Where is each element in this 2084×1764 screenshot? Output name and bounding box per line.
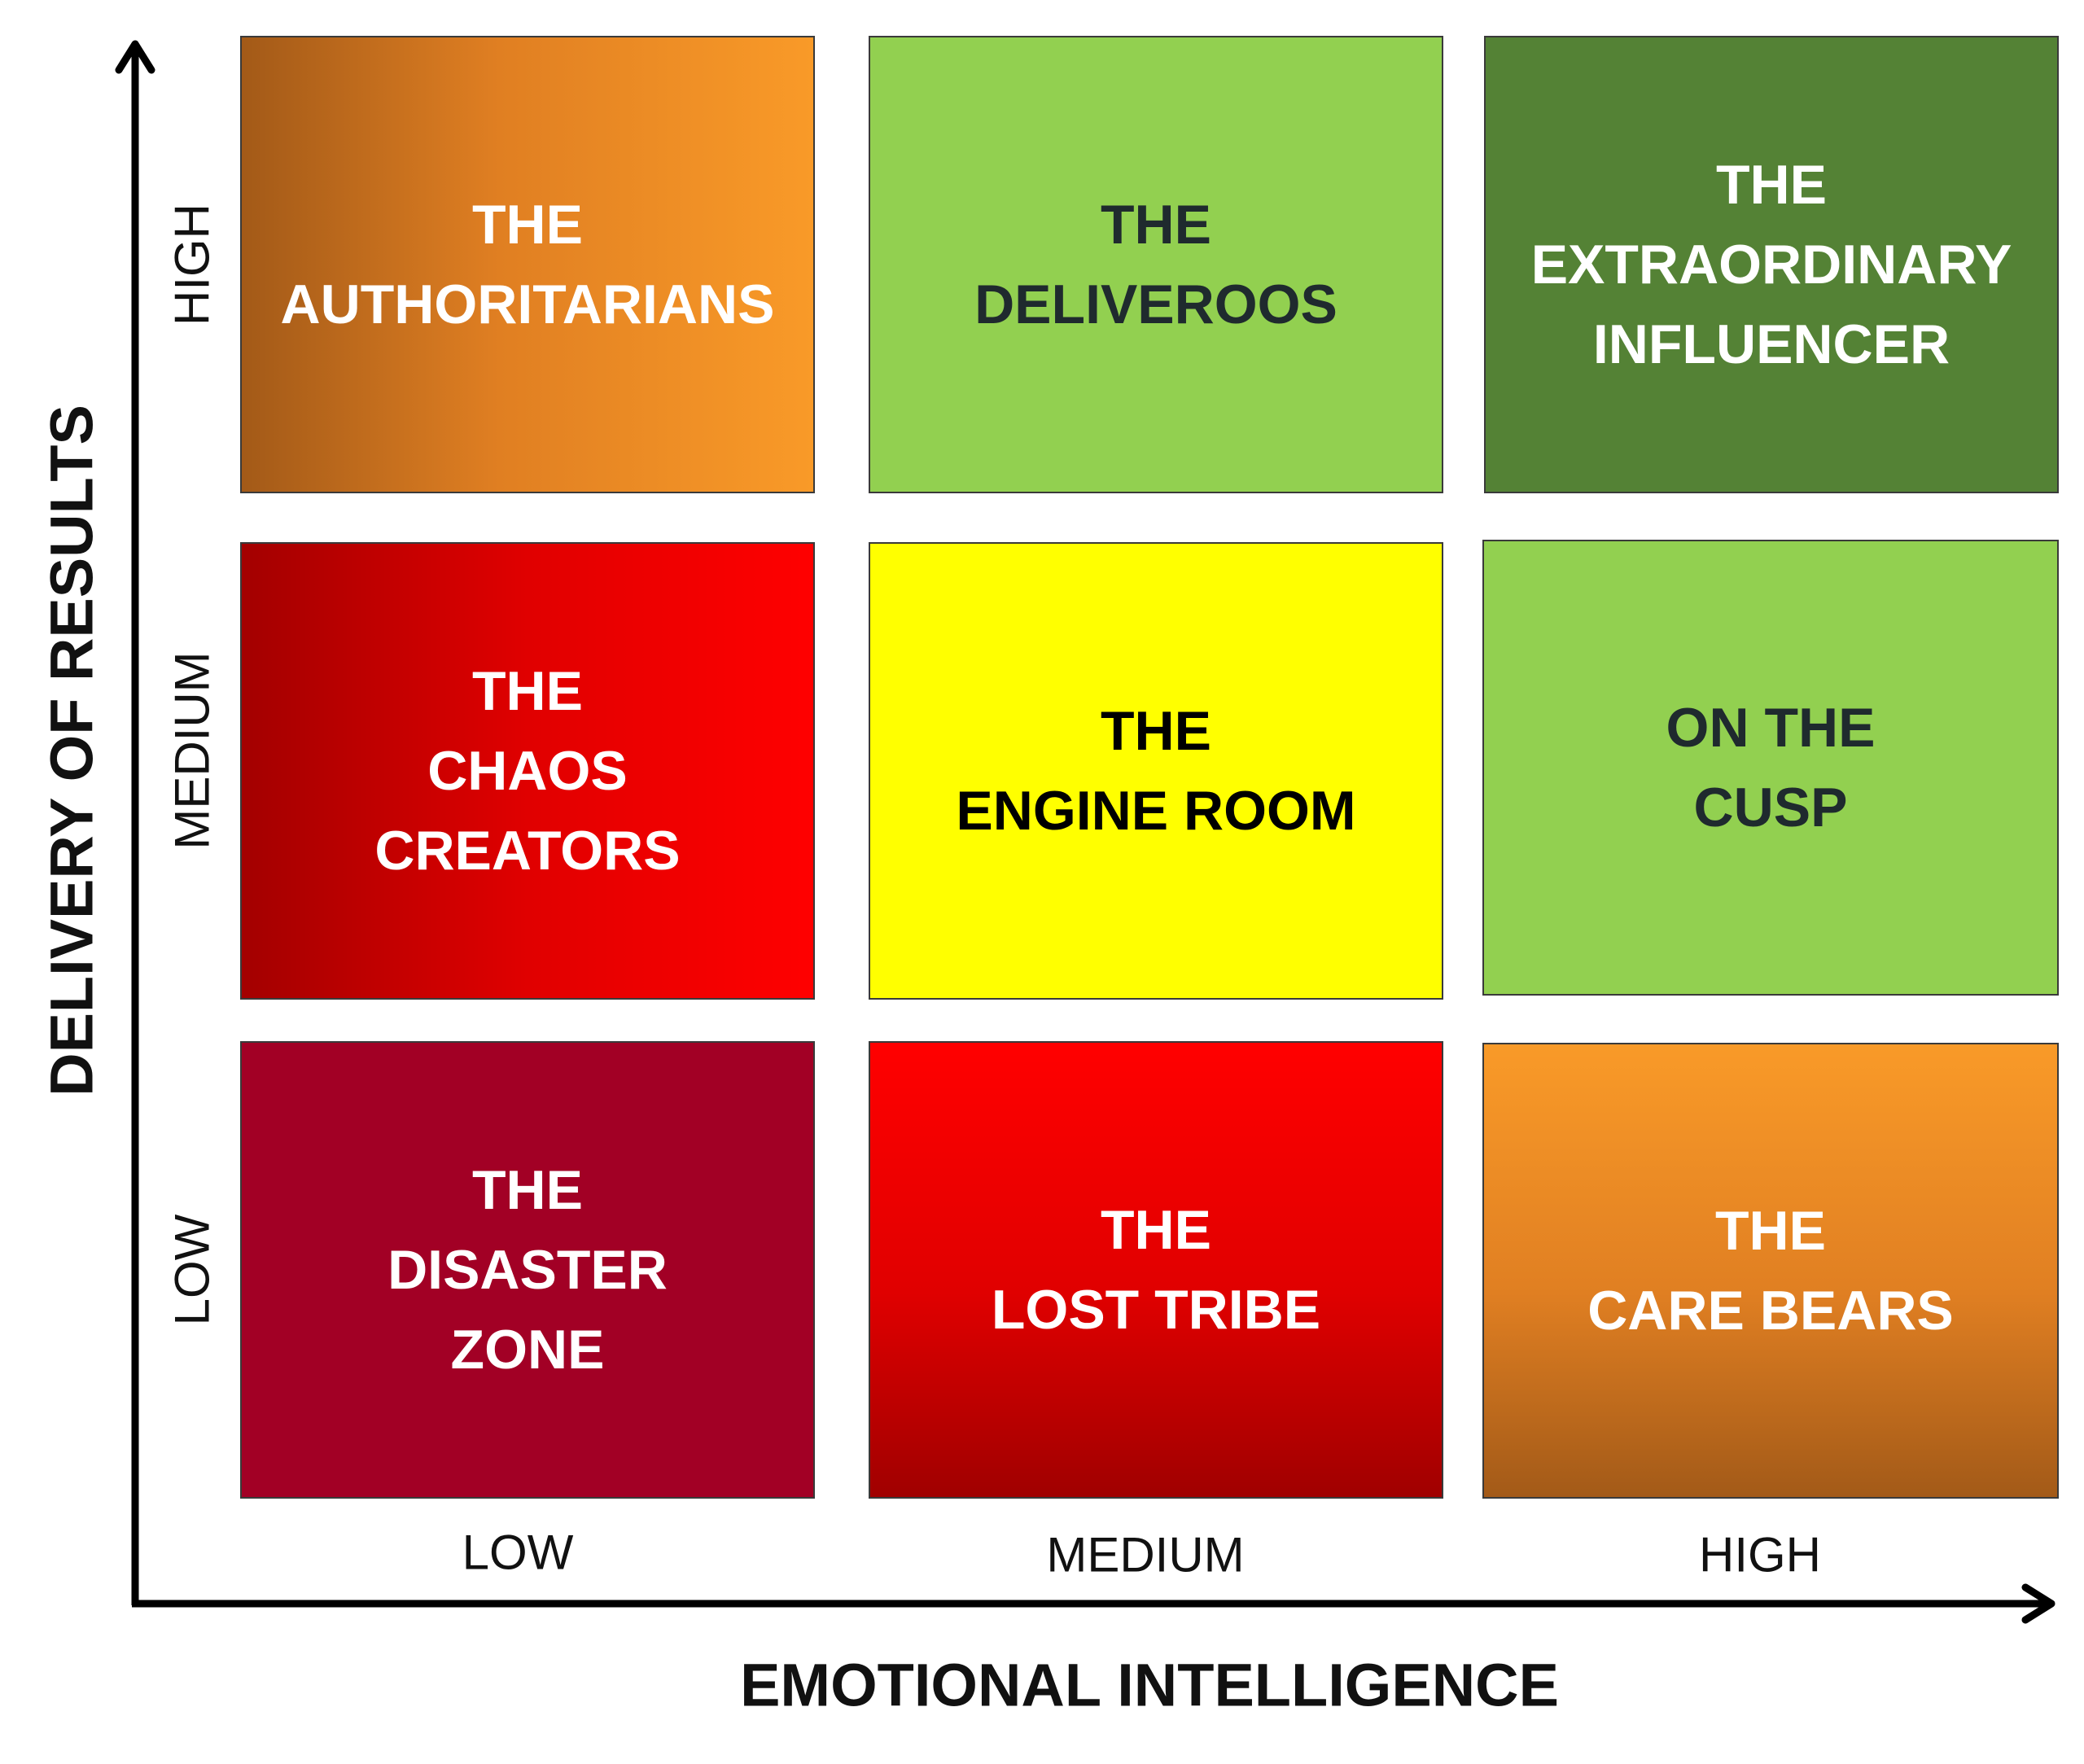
cell-line: DISASTER: [387, 1239, 668, 1301]
cell-the-extraordinary-influencer: THE EXTRAORDINARY INFLUENCER: [1484, 36, 2059, 493]
cell-line: CHAOS: [427, 740, 628, 802]
cell-line: THE: [1715, 1200, 1826, 1262]
cell-line: CARE BEARS: [1587, 1280, 1954, 1342]
cell-line: THE: [472, 660, 583, 722]
x-tick-low: LOW: [462, 1525, 574, 1580]
cell-line: CREATORS: [374, 820, 681, 882]
x-tick-medium: MEDIUM: [1046, 1527, 1245, 1582]
x-axis-title: EMOTIONAL INTELLIGENCE: [740, 1651, 1559, 1719]
cell-line: THE: [1716, 154, 1827, 216]
x-axis-arrowhead: [2021, 1583, 2056, 1624]
cell-line: THE: [1101, 1199, 1211, 1261]
y-tick-high: HIGH: [164, 204, 220, 326]
cell-line: THE: [1101, 700, 1211, 762]
y-tick-low: LOW: [164, 1214, 220, 1326]
cell-line: AUTHORITARIANS: [280, 274, 775, 335]
cell-line: INFLUENCER: [1592, 313, 1950, 375]
cell-line: THE: [1101, 194, 1211, 256]
cell-the-care-bears: THE CARE BEARS: [1482, 1043, 2059, 1499]
cell-line: DELIVEROOS: [974, 274, 1338, 335]
cell-line: THE: [472, 1159, 583, 1221]
cell-the-engine-room: THE ENGINE ROOM: [869, 542, 1443, 1000]
y-axis-title: DELIVERY OF RESULTS: [37, 405, 106, 1096]
y-tick-medium: MEDIUM: [164, 651, 220, 850]
cell-line: ON THE: [1666, 697, 1876, 759]
cell-line: EXTRAORDINARY: [1530, 234, 2012, 295]
cell-line: LOST TRIBE: [991, 1279, 1321, 1341]
cell-line: CUSP: [1693, 777, 1848, 838]
cell-the-disaster-zone: THE DISASTER ZONE: [240, 1041, 815, 1499]
y-axis-arrowhead: [115, 40, 155, 74]
cell-the-chaos-creators: THE CHAOS CREATORS: [240, 542, 815, 1000]
x-tick-high: HIGH: [1699, 1527, 1821, 1582]
cell-the-authoritarians: THE AUTHORITARIANS: [240, 36, 815, 493]
cell-line: ENGINE ROOM: [956, 780, 1356, 842]
cell-the-lost-tribe: THE LOST TRIBE: [869, 1041, 1443, 1499]
cell-line: ZONE: [450, 1319, 605, 1381]
cell-on-the-cusp: ON THE CUSP: [1482, 540, 2059, 996]
cell-the-deliveroos: THE DELIVEROOS: [869, 36, 1443, 493]
cell-line: THE: [472, 194, 583, 256]
